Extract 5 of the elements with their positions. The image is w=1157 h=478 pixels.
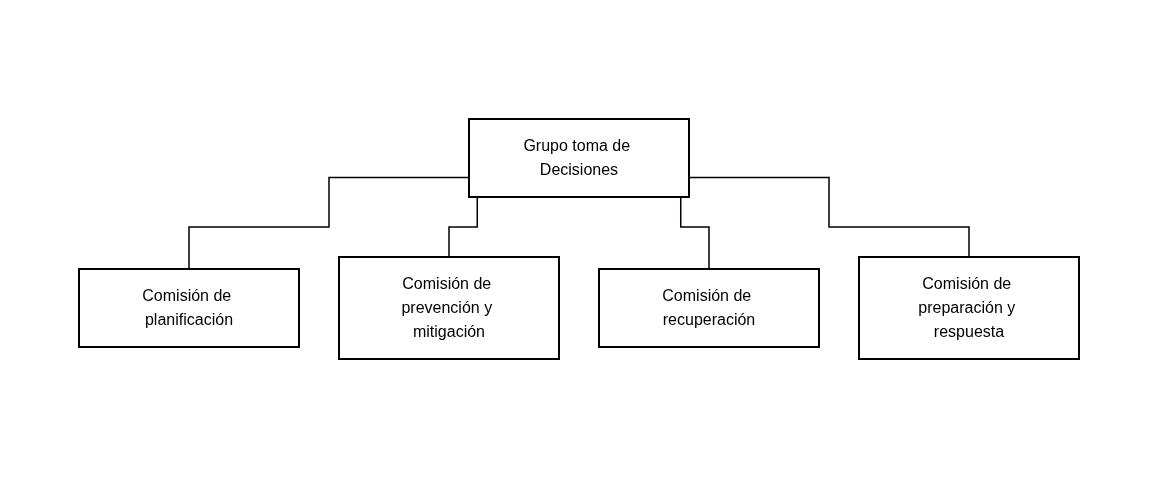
- node-box: Comisión de recuperación: [597, 268, 820, 348]
- node-box: Comisión de prevención y mitigación: [337, 256, 560, 360]
- node-box: Comisión de planificación: [77, 268, 300, 348]
- node-box: Grupo toma de Decisiones: [467, 118, 690, 198]
- node-box: Comisión de preparación y respuesta: [857, 256, 1080, 360]
